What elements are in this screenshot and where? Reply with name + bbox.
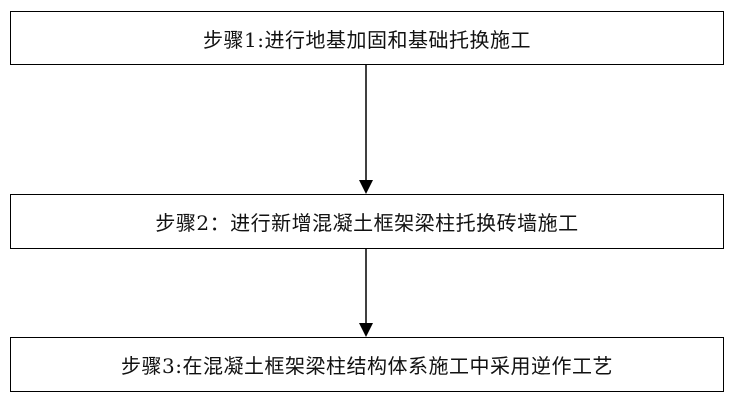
step-1-label: 步骤1:进行地基加固和基础托换施工	[203, 27, 531, 52]
step-3-label: 步骤3:在混凝土框架梁柱结构体系施工中采用逆作工艺	[121, 354, 613, 378]
step-3-box: 步骤3:在混凝土框架梁柱结构体系施工中采用逆作工艺	[10, 337, 724, 392]
arrow-step2-to-step3	[359, 249, 373, 337]
step-2-label: 步骤2：进行新增混凝土框架梁柱托换砖墙施工	[155, 211, 579, 235]
step-2-box: 步骤2：进行新增混凝土框架梁柱托换砖墙施工	[10, 194, 724, 249]
arrow-step1-to-step2	[359, 65, 373, 194]
step-1-box: 步骤1:进行地基加固和基础托换施工	[10, 11, 724, 65]
